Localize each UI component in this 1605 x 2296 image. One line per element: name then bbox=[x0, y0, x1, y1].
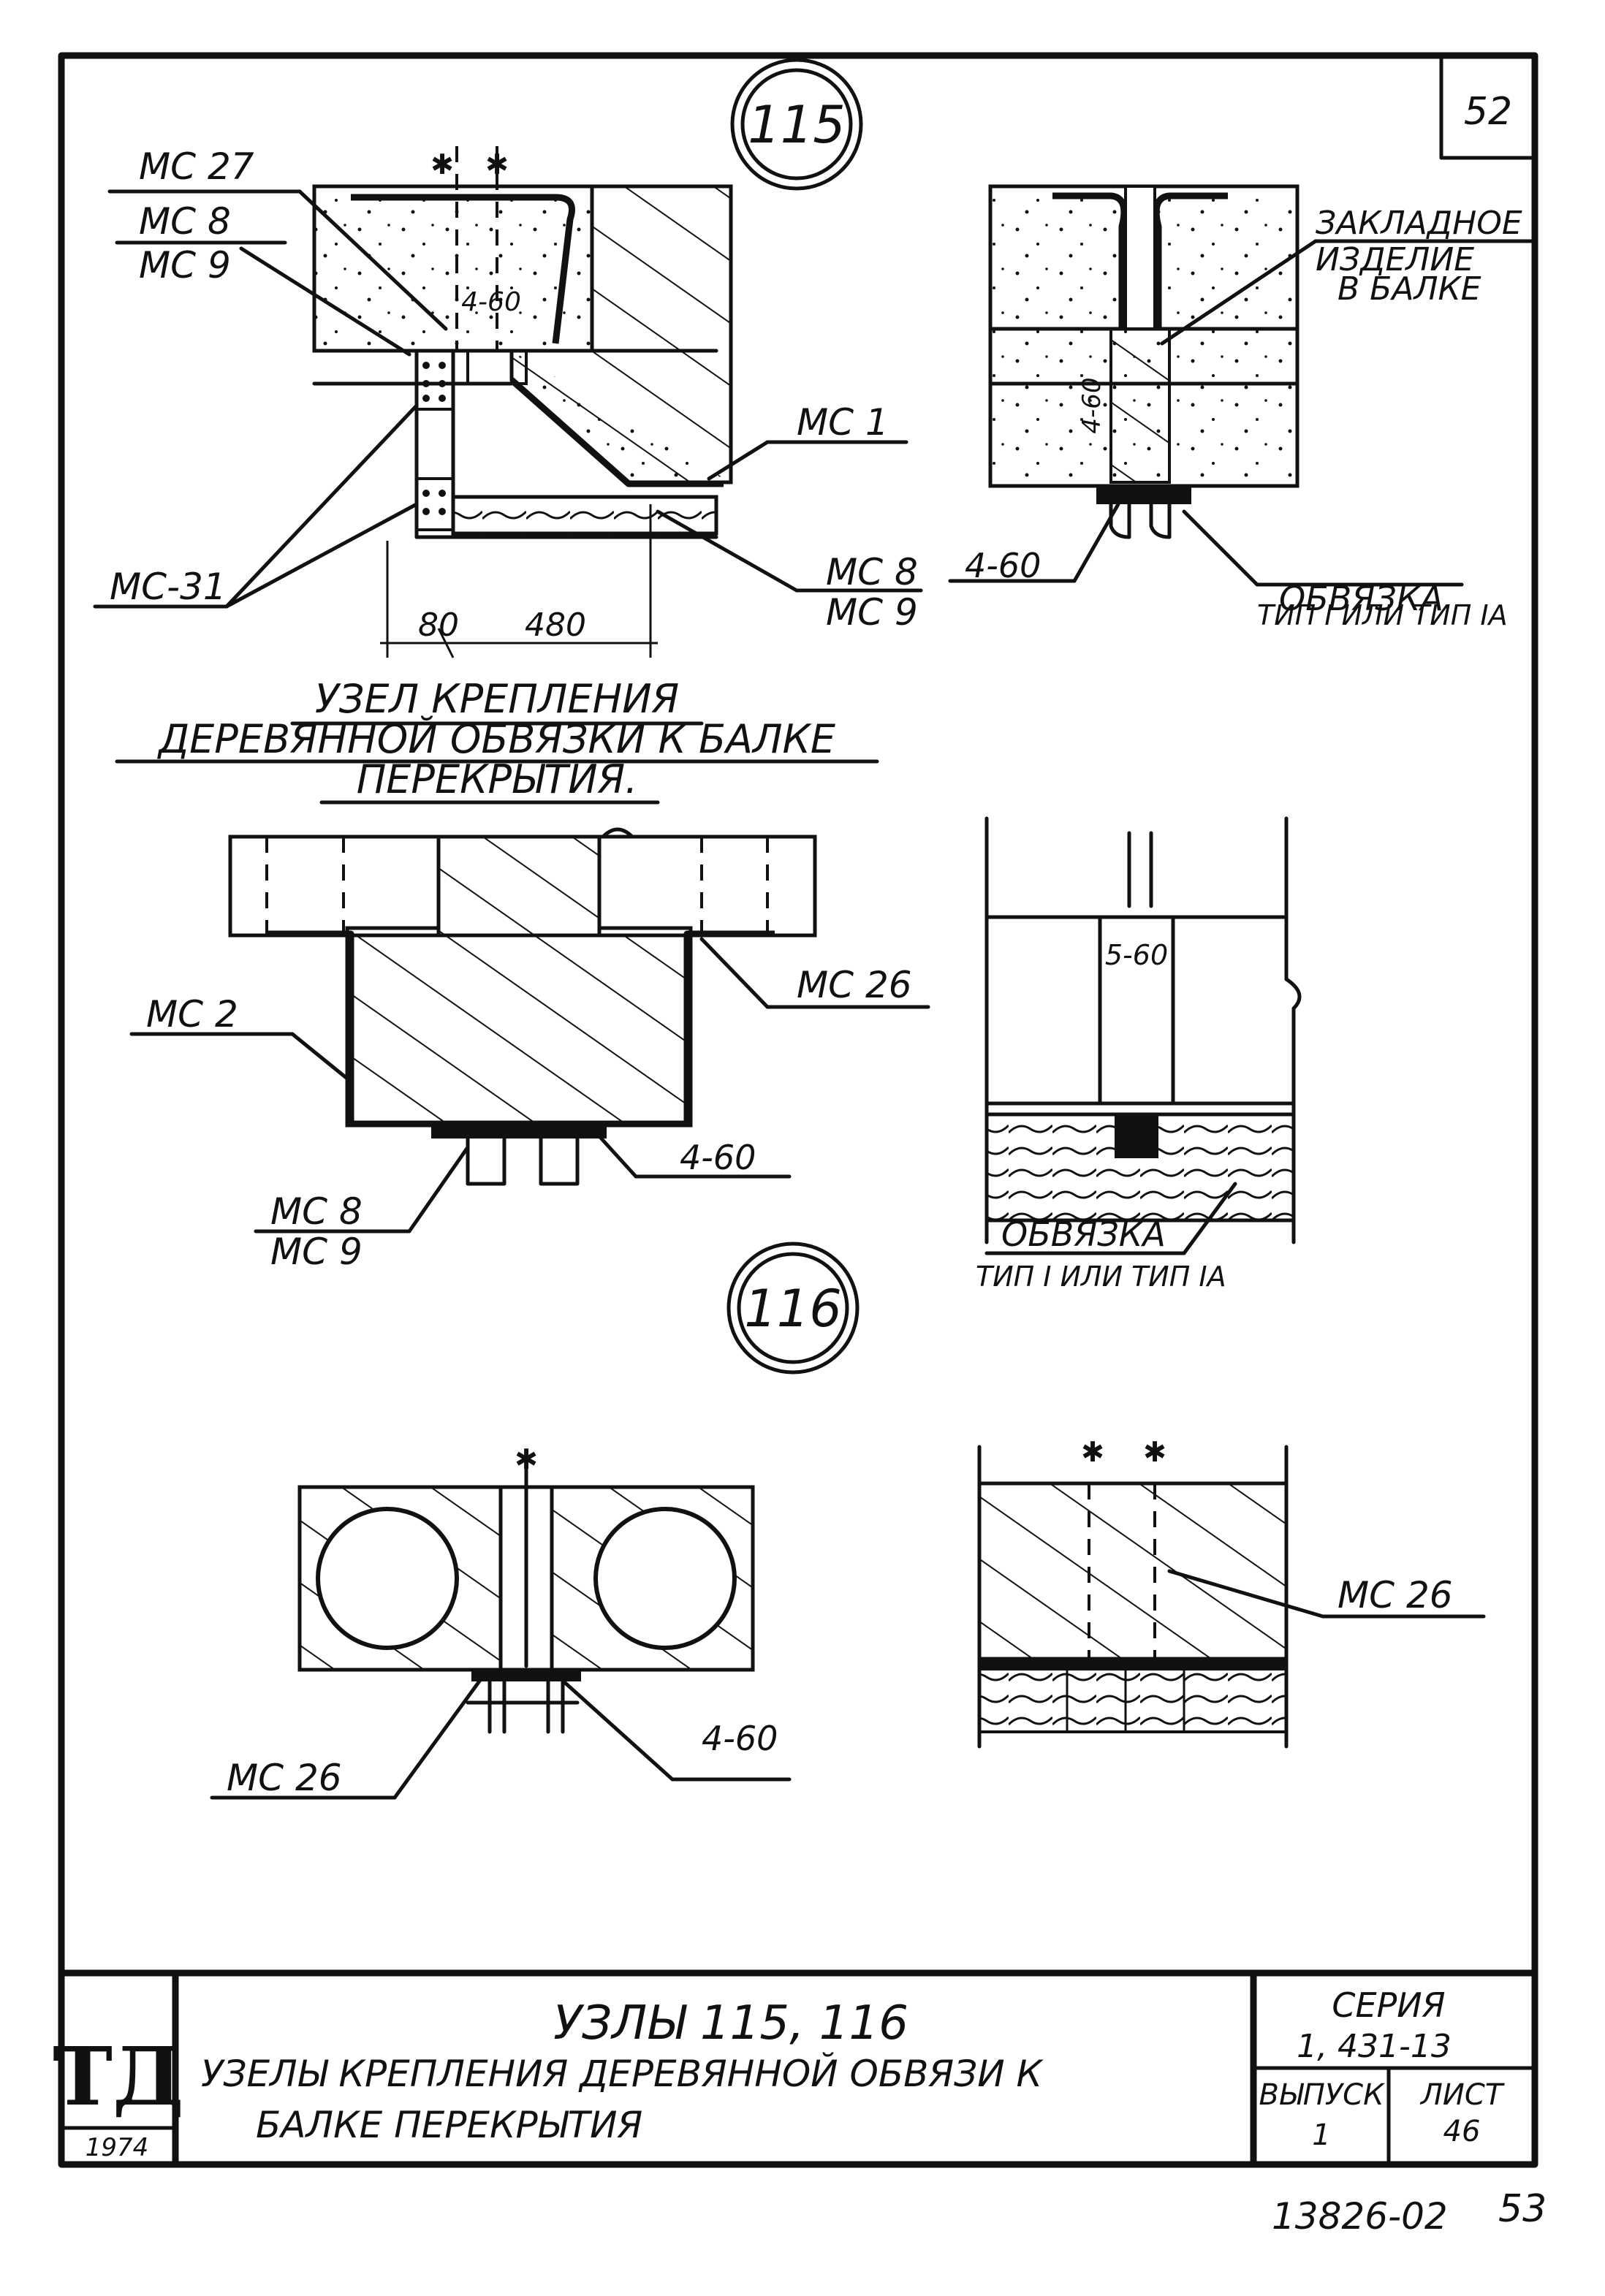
node-115-caption: УЗЕЛ КРЕПЛЕНИЯ ДЕРЕВЯННОЙ ОБВЯЗКИ К БАЛК… bbox=[115, 676, 879, 805]
archive-number: 13826-02 bbox=[1272, 2195, 1448, 2238]
svg-text:✱: ✱ bbox=[430, 148, 454, 180]
node-115-section-left: ✱ ✱ 4-60 80 480 bbox=[312, 146, 733, 658]
node-115-dim-80: 80 bbox=[418, 607, 459, 644]
label-mc27: МС 27 bbox=[139, 145, 254, 188]
label-mc26-middle: МС 26 bbox=[797, 964, 912, 1006]
title-block-year: 1974 bbox=[86, 2133, 149, 2162]
node-115-dim-480: 480 bbox=[525, 607, 586, 644]
issue-value: 1 bbox=[1312, 2118, 1330, 2152]
label-strapping-middle-2: ТИП I ИЛИ ТИП IА bbox=[976, 1261, 1226, 1293]
title-block-subtitle-1: УЗЕЛЫ КРЕПЛЕНИЯ ДЕРЕВЯННОЙ ОБВЯЗИ К bbox=[201, 2052, 1044, 2095]
middle-section-right: 5-60 ОБВЯЗКА ТИП I ИЛИ ТИП IА bbox=[976, 816, 1302, 1293]
svg-text:✱: ✱ bbox=[485, 148, 509, 180]
node-115-right-dim-4-60: 4-60 bbox=[1077, 377, 1107, 433]
label-mc9-top: МС 9 bbox=[139, 244, 231, 286]
label-mc26-116-left: МС 26 bbox=[227, 1757, 342, 1799]
label-4-60-right: 4-60 bbox=[965, 546, 1041, 585]
node-116-circle: 116 bbox=[726, 1242, 860, 1375]
label-4-60-116: 4-60 bbox=[702, 1719, 778, 1758]
label-mc1: МС 1 bbox=[797, 401, 889, 444]
svg-text:✱: ✱ bbox=[1143, 1436, 1166, 1468]
node-116-number: 116 bbox=[744, 1279, 842, 1339]
title-block: ТД 1974 УЗЛЫ 115, 116 УЗЕЛЫ КРЕПЛЕНИЯ ДЕ… bbox=[53, 1969, 1537, 2167]
label-embedded-2: ИЗДЕЛИЕ bbox=[1316, 241, 1474, 278]
label-strapping-middle-1: ОБВЯЗКА bbox=[1001, 1214, 1166, 1254]
title-block-title: УЗЛЫ 115, 116 bbox=[553, 1996, 908, 2050]
svg-text:✱: ✱ bbox=[515, 1443, 538, 1475]
label-mc8-bottom: МС 8 bbox=[826, 551, 918, 593]
node-115-number: 115 bbox=[748, 95, 846, 155]
sheet-value: 46 bbox=[1443, 2115, 1481, 2148]
label-embedded-3: В БАЛКЕ bbox=[1338, 270, 1481, 308]
title-block-subtitle-2: БАЛКЕ ПЕРЕКРЫТИЯ bbox=[256, 2104, 642, 2146]
node-115-section-right: 4-60 ЗАКЛАДНОЕ ИЗДЕЛИЕ В БАЛКЕ 4-60 ОБВЯ… bbox=[948, 184, 1533, 631]
label-mc9-middle: МС 9 bbox=[270, 1231, 363, 1273]
caption-line-3: ПЕРЕКРЫТИЯ. bbox=[357, 756, 638, 802]
issue-label: ВЫПУСК bbox=[1259, 2078, 1386, 2112]
series-value: 1, 431-13 bbox=[1297, 2028, 1452, 2065]
series-label: СЕРИЯ bbox=[1332, 1985, 1445, 2025]
label-mc2: МС 2 bbox=[146, 993, 238, 1035]
sheet-frame bbox=[58, 52, 1538, 2168]
label-strapping-top-2: ТИП I ИЛИ ТИП IА bbox=[1257, 599, 1508, 631]
middle-section-left: МС 2 МС 26 4-60 МС 8 МС 9 bbox=[129, 827, 930, 1273]
label-mc8-top: МС 8 bbox=[139, 200, 231, 243]
node-115-circle: 115 bbox=[730, 58, 863, 191]
label-mc8-middle: МС 8 bbox=[270, 1190, 363, 1233]
node-115-dim-4-60-vertical: 4-60 bbox=[461, 287, 521, 317]
stamp-number: 53 bbox=[1498, 2187, 1547, 2231]
label-embedded-1: ЗАКЛАДНОЕ bbox=[1316, 205, 1522, 242]
page-number: 52 bbox=[1464, 90, 1512, 134]
node-116-section-right: ✱ ✱ МС 26 bbox=[977, 1436, 1486, 1749]
label-mc31: МС-31 bbox=[110, 566, 227, 608]
label-mc9-bottom: МС 9 bbox=[826, 591, 918, 634]
node-115-labels: МС 27 МС 8 МС 9 МС 1 МС-31 МС 8 МС 9 bbox=[93, 145, 923, 634]
svg-text:✱: ✱ bbox=[1081, 1436, 1104, 1468]
caption-line-2: ДЕРЕВЯННОЙ ОБВЯЗКИ К БАЛКЕ bbox=[157, 716, 836, 762]
label-4-60-middle: 4-60 bbox=[680, 1138, 756, 1177]
page-number-box: 52 bbox=[1439, 53, 1537, 160]
caption-line-1: УЗЕЛ КРЕПЛЕНИЯ bbox=[315, 676, 679, 722]
title-block-logo: ТД bbox=[53, 2029, 184, 2124]
sheet-label: ЛИСТ bbox=[1419, 2078, 1506, 2112]
label-5-60: 5-60 bbox=[1105, 939, 1168, 971]
node-116-section-left: ✱ МС 26 4-60 bbox=[210, 1443, 792, 1800]
label-mc26-116-right: МС 26 bbox=[1338, 1574, 1453, 1616]
